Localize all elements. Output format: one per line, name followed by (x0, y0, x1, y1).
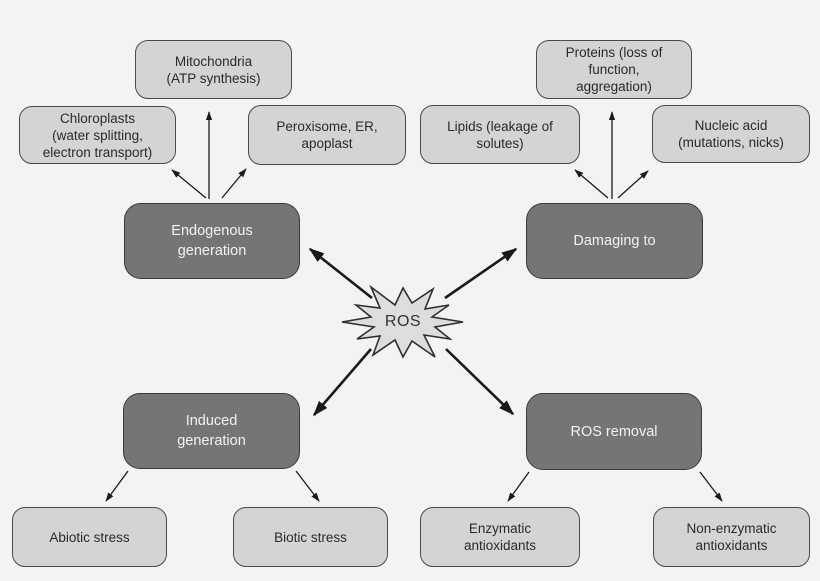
box-proteins: Proteins (loss of function, aggregation) (536, 40, 692, 99)
box-lipids: Lipids (leakage of solutes) (420, 105, 580, 164)
non-enzymatic-antioxidants-label: Non-enzymatic antioxidants (686, 521, 777, 553)
induced-generation-label: Induced generation (177, 413, 246, 449)
arrow-endogenous-to-chloroplasts (171, 169, 207, 199)
box-ros-removal: ROS removal (526, 393, 702, 470)
box-endogenous-generation: Endogenous generation (124, 203, 300, 279)
box-enzymatic-antioxidants: Enzymatic antioxidants (420, 507, 580, 567)
box-peroxisome: Peroxisome, ER, apoplast (248, 105, 406, 165)
arrow-ros-to-induced (312, 348, 372, 417)
ros-starburst (341, 284, 464, 359)
chloroplasts-label: Chloroplasts (water splitting, electron … (42, 110, 153, 160)
nucleic-acid-label: Nucleic acid (mutations, nicks) (678, 118, 784, 150)
ros-removal-label: ROS removal (570, 423, 658, 440)
damaging-to-label: Damaging to (573, 233, 656, 249)
box-mitochondria: Mitochondria (ATP synthesis) (135, 40, 292, 99)
arrow-endogenous-to-peroxisome (221, 168, 247, 199)
arrow-damaging-to-nucleic (617, 170, 649, 199)
arrow-damaging-to-lipids (574, 169, 609, 199)
arrow-removal-to-enzymatic (507, 471, 530, 502)
box-abiotic-stress: Abiotic stress (12, 507, 167, 567)
proteins-label: Proteins (loss of function, aggregation) (565, 45, 663, 94)
enzymatic-antioxidants-label: Enzymatic antioxidants (463, 521, 537, 553)
endogenous-generation-label: Endogenous generation (171, 223, 253, 259)
box-non-enzymatic-antioxidants: Non-enzymatic antioxidants (653, 507, 810, 567)
arrow-induced-to-abiotic (105, 470, 129, 502)
lipids-label: Lipids (leakage of solutes) (447, 118, 553, 151)
arrow-ros-to-removal (445, 348, 515, 416)
mitochondria-label: Mitochondria (ATP synthesis) (166, 53, 261, 86)
biotic-stress-label: Biotic stress (274, 529, 347, 545)
box-induced-generation: Induced generation (123, 393, 300, 469)
peroxisome-label: Peroxisome, ER, apoplast (276, 119, 378, 151)
arrow-ros-to-damaging (444, 247, 518, 300)
box-damaging-to: Damaging to (526, 203, 703, 279)
box-chloroplasts: Chloroplasts (water splitting, electron … (19, 106, 176, 164)
ros-center-label: ROS (343, 287, 463, 357)
arrow-ros-to-endogenous (308, 247, 373, 300)
box-nucleic-acid: Nucleic acid (mutations, nicks) (652, 105, 810, 163)
abiotic-stress-label: Abiotic stress (49, 529, 130, 545)
arrow-removal-to-nonenzymatic (699, 471, 723, 502)
ros-text: ROS (384, 313, 422, 330)
arrow-induced-to-biotic (295, 470, 320, 502)
box-biotic-stress: Biotic stress (233, 507, 388, 567)
